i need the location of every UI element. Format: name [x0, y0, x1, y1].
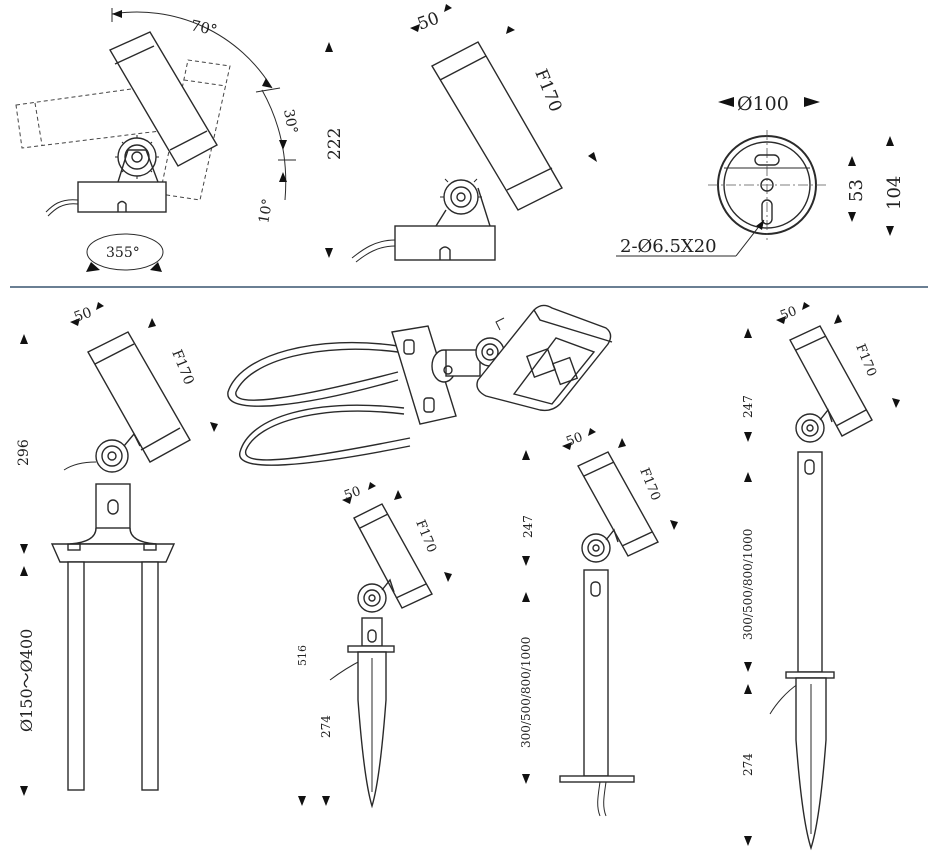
holes-label: 2-Ø6.5X20	[620, 236, 717, 257]
twin-spikes	[67, 561, 159, 791]
short-vertical-dimensions: 516 274	[296, 645, 333, 806]
plate-vertical-dimensions: 247 300/500/800/1000	[519, 450, 535, 784]
long-lamp-head	[789, 325, 873, 437]
twin-width-label: 50	[72, 305, 94, 326]
plate-stake-label: 300/500/800/1000	[519, 637, 533, 748]
rotation-view: 70° 30° 10° 355°	[15, 8, 300, 272]
swivel-label: 355°	[106, 245, 140, 261]
twin-lamp-head	[87, 331, 191, 463]
up-tilt-label: 30°	[280, 108, 300, 135]
lamp-head-tilted	[109, 31, 218, 167]
base-height-dimension: 104	[884, 136, 905, 236]
tilt-arc-up-down: 30° 10°	[255, 87, 300, 225]
long-width-dimension: 50	[776, 302, 810, 324]
base-plan-view: Ø100 53 104 2-Ø6.5X20	[616, 93, 905, 257]
plate-stake-view: 50 F170 247 3	[519, 428, 678, 817]
long-stake-label: 300/500/800/1000	[741, 529, 755, 640]
width-dimension: 50	[410, 4, 452, 35]
diameter-dimension: Ø100	[718, 93, 820, 115]
length-label: F170	[530, 66, 565, 115]
center-hole	[760, 178, 774, 192]
short-lamp-head	[353, 503, 433, 609]
slot-spacing-label: 53	[846, 179, 867, 202]
short-flange-label: 516	[296, 645, 309, 666]
short-post	[329, 617, 395, 809]
height-label: 222	[325, 128, 345, 160]
strap-loops	[227, 341, 411, 466]
long-post	[769, 451, 835, 851]
long-vertical-dimensions: 247 300/500/800/1000 274	[741, 328, 755, 846]
twin-height-label: 296	[16, 439, 32, 466]
twin-spread-label: Ø150～Ø400	[17, 629, 36, 732]
plate-width-dimension: 50	[562, 428, 596, 450]
long-spike-label: 274	[741, 753, 755, 776]
tilt-arc-70: 70°	[111, 8, 273, 89]
holes-callout: 2-Ø6.5X20	[616, 219, 765, 257]
short-width-label: 50	[342, 484, 363, 504]
lower-slot	[761, 199, 773, 225]
long-length-label: F170	[852, 342, 879, 379]
twin-spike-view: 50 F170	[16, 302, 218, 796]
lamp-head-iso	[476, 304, 613, 412]
tilt-range-label: 70°	[189, 16, 219, 39]
swivel-indicator: 355°	[86, 233, 164, 272]
height-dimension: 222	[325, 42, 345, 258]
short-length-label: F170	[412, 518, 439, 555]
long-height-label: 247	[741, 395, 755, 418]
plate-length-label: F170	[636, 466, 663, 503]
plate-width-label: 50	[564, 430, 585, 450]
base-box	[45, 149, 167, 217]
plate-lamp-head	[577, 451, 659, 557]
wall-plate	[391, 325, 457, 425]
ghost-lamp-vertical	[159, 59, 231, 201]
twin-width-dimension: 50	[70, 302, 104, 326]
short-spike-label: 274	[319, 715, 333, 738]
side-knuckle	[435, 178, 491, 227]
side-view: 50 F170 222	[325, 4, 597, 263]
twin-knuckle	[63, 432, 141, 473]
base-height-label: 104	[884, 176, 905, 210]
knuckle-gear	[115, 135, 159, 179]
short-width-dimension: 50	[342, 482, 376, 504]
mounting-bracket-view	[227, 304, 613, 466]
long-width-label: 50	[778, 304, 799, 324]
down-tilt-label: 10°	[256, 197, 276, 224]
plate-height-label: 247	[521, 515, 535, 538]
twin-height-dimension: 296 Ø150～Ø400	[16, 334, 36, 796]
twin-post	[69, 483, 157, 545]
long-knuckle	[795, 408, 833, 443]
slot-spacing-dimension: 53	[846, 156, 867, 222]
side-base-box	[351, 225, 496, 263]
width-label: 50	[415, 9, 442, 35]
plate-post	[559, 569, 635, 817]
plate-knuckle	[581, 528, 619, 563]
upper-slot	[754, 154, 780, 166]
twin-crossbar	[50, 543, 176, 563]
diameter-label: Ø100	[737, 93, 789, 115]
short-knuckle	[357, 578, 395, 613]
short-spike-view: 50 F170 516 274	[296, 482, 452, 809]
long-spike-view: 50 F170	[741, 302, 900, 851]
lamp-head-side	[431, 41, 563, 211]
twin-length-label: F170	[168, 348, 196, 388]
